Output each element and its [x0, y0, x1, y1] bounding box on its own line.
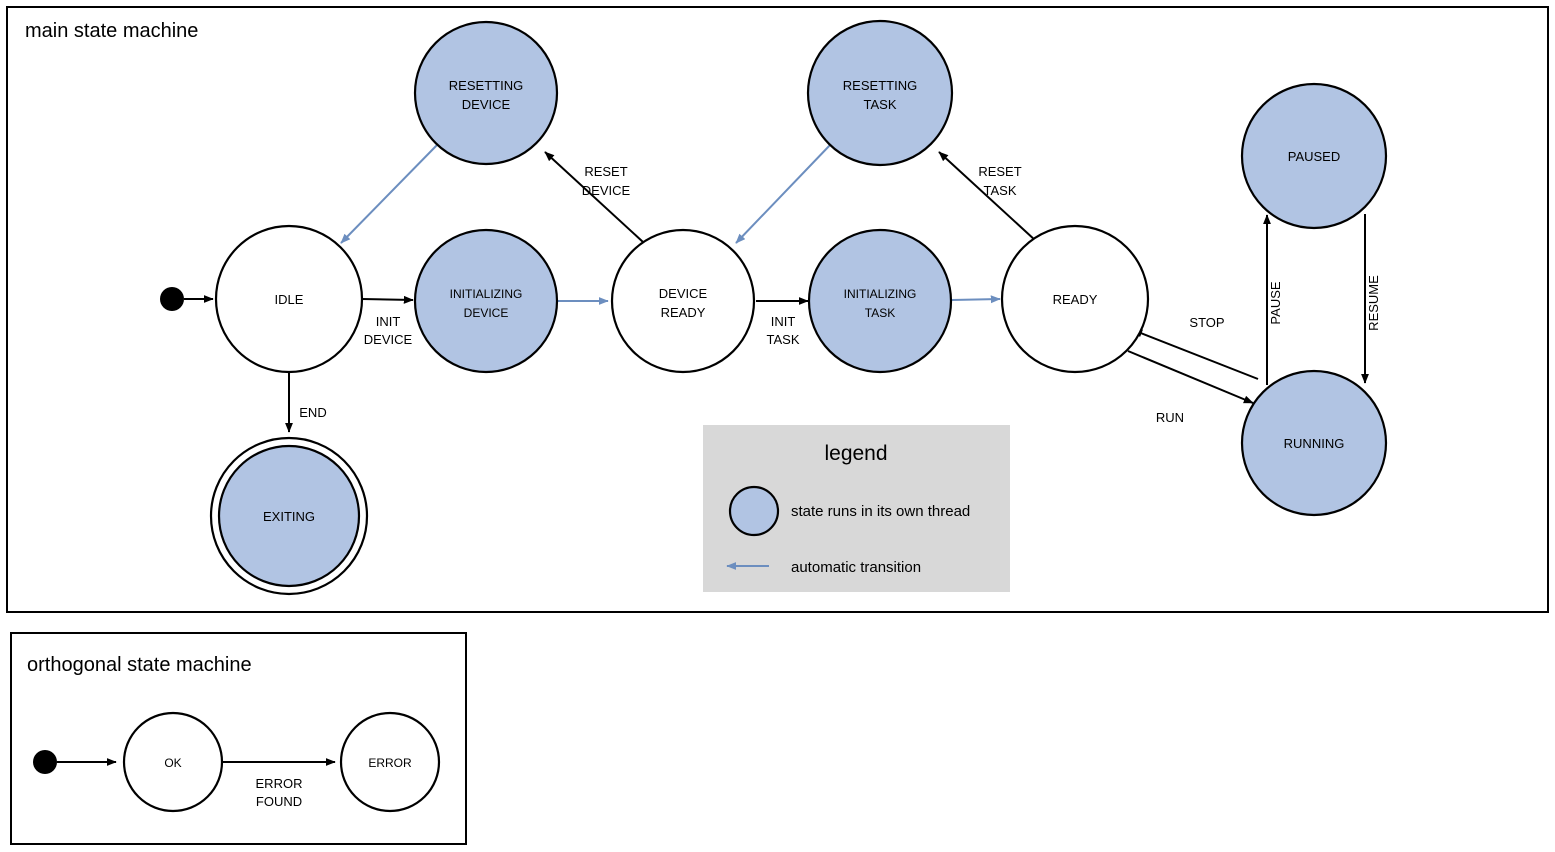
state-node-error[interactable]: ERROR [339, 711, 441, 813]
edge-label-init-task-line1: INIT [771, 314, 796, 329]
edge-reset-device [544, 151, 644, 243]
edge-label-stop: STOP [1189, 315, 1224, 330]
final-state-outer-ring [209, 436, 369, 596]
legend-thread-text: state runs in its own thread [791, 503, 970, 520]
state-shape-initializing-task[interactable] [807, 228, 953, 374]
legend-thread-swatch-icon [728, 485, 780, 537]
edge-label-pause: PAUSE [1268, 281, 1283, 324]
state-node-idle[interactable]: IDLE [214, 224, 364, 374]
state-shape-initializing-device[interactable] [413, 228, 559, 374]
state-label-error: ERROR [368, 756, 412, 770]
orthogonal-state-machine-title: orthogonal state machine [27, 654, 252, 676]
edge-stop [1132, 329, 1259, 380]
edge-init-device [361, 295, 414, 304]
edge-auto-device-ready-2 [735, 143, 832, 244]
state-node-resetting-task[interactable]: RESETTING TASK [806, 19, 954, 167]
edge-label-reset-device-line1: RESET [584, 164, 627, 179]
state-label-ready: READY [1053, 292, 1098, 307]
state-label-initializing-device-line2: DEVICE [464, 306, 509, 320]
edge-auto-ready [951, 295, 1001, 304]
legend: legend state runs in its own thread auto… [703, 425, 1010, 592]
state-label-resetting-task-line1: RESETTING [843, 78, 917, 93]
state-label-resetting-task-line2: TASK [864, 97, 897, 112]
edge-label-reset-task-line1: RESET [978, 164, 1021, 179]
state-node-paused[interactable]: PAUSED [1240, 82, 1388, 230]
state-node-initializing-task[interactable]: INITIALIZING TASK [807, 228, 953, 374]
state-label-device-ready-line1: DEVICE [659, 286, 708, 301]
state-label-ok: OK [164, 756, 181, 770]
state-node-device-ready[interactable]: DEVICE READY [610, 228, 756, 374]
state-shape-ready[interactable] [1000, 224, 1150, 374]
state-label-initializing-device-line1: INITIALIZING [450, 287, 523, 301]
state-label-idle: IDLE [275, 292, 304, 307]
state-label-exiting: EXITING [263, 509, 315, 524]
state-label-resetting-device-line1: RESETTING [449, 78, 523, 93]
state-shape-idle[interactable] [214, 224, 364, 374]
edge-auto-idle [340, 143, 439, 244]
state-shape-ok[interactable] [122, 711, 224, 813]
edge-label-resume: RESUME [1366, 275, 1381, 331]
state-shape-error[interactable] [339, 711, 441, 813]
state-shape-resetting-task[interactable] [806, 19, 954, 167]
main-state-machine-frame [6, 6, 1549, 613]
state-node-exiting[interactable]: EXITING [209, 436, 369, 596]
state-node-running[interactable]: RUNNING [1240, 369, 1388, 517]
state-shape-device-ready[interactable] [610, 228, 756, 374]
edge-label-error-found-line2: FOUND [256, 794, 302, 809]
state-shape-exiting[interactable] [217, 444, 361, 588]
orthogonal-initial-pseudostate-dot [33, 750, 57, 774]
state-node-resetting-device[interactable]: RESETTING DEVICE [413, 20, 559, 166]
edge-label-init-device-line1: INIT [376, 314, 401, 329]
state-label-paused: PAUSED [1288, 149, 1341, 164]
orthogonal-state-machine-frame [10, 632, 467, 845]
edge-label-init-task-line2: TASK [767, 332, 800, 347]
edge-label-init-device-line2: DEVICE [364, 332, 413, 347]
edge-label-error-found-line1: ERROR [256, 776, 303, 791]
state-label-initializing-task-line1: INITIALIZING [844, 287, 917, 301]
edge-label-reset-device-line2: DEVICE [582, 183, 631, 198]
state-label-running: RUNNING [1284, 436, 1345, 451]
state-node-initializing-device[interactable]: INITIALIZING DEVICE [413, 228, 559, 374]
edge-label-end: END [299, 405, 326, 420]
initial-pseudostate-dot [160, 287, 184, 311]
edge-reset-task [938, 151, 1037, 242]
state-node-ok[interactable]: OK [122, 711, 224, 813]
edge-run [1127, 350, 1254, 404]
edge-label-reset-task-line2: TASK [984, 183, 1017, 198]
state-node-ready[interactable]: READY [1000, 224, 1150, 374]
main-state-machine-title: main state machine [25, 20, 198, 42]
legend-auto-text: automatic transition [791, 559, 921, 576]
state-label-initializing-task-line2: TASK [865, 306, 895, 320]
state-shape-running[interactable] [1240, 369, 1388, 517]
state-shape-resetting-device[interactable] [413, 20, 559, 166]
state-label-device-ready-line2: READY [661, 305, 706, 320]
state-shape-paused[interactable] [1240, 82, 1388, 230]
legend-title: legend [824, 442, 887, 465]
state-label-resetting-device-line2: DEVICE [462, 97, 511, 112]
edge-label-run: RUN [1156, 410, 1184, 425]
